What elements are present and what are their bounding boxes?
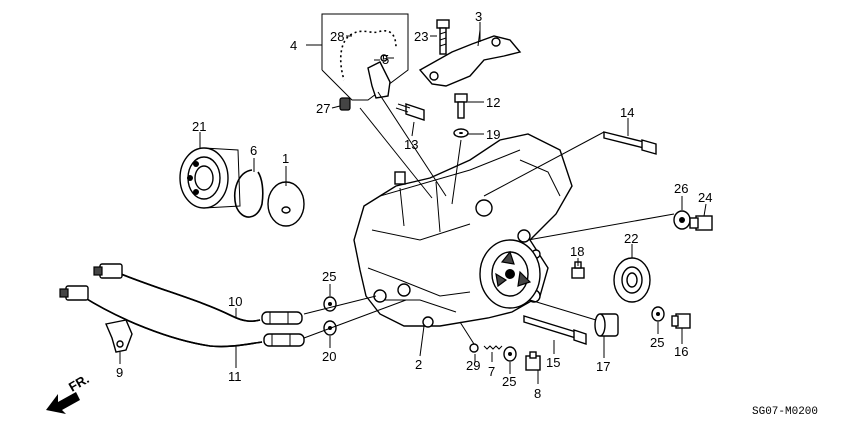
front-direction-arrow-icon [46, 392, 80, 414]
callout-20: 20 [322, 349, 336, 364]
callout-4: 4 [290, 38, 297, 53]
callout-28: 28 [330, 29, 344, 44]
washer-25a-part [323, 296, 337, 312]
callout-19: 19 [486, 127, 500, 142]
bolt-8-part [525, 351, 541, 371]
cable-11-part [59, 285, 305, 348]
callout-22: 22 [624, 231, 638, 246]
callout-8: 8 [534, 386, 541, 401]
bolt-23-part [436, 19, 450, 55]
cable-clip-9-part [105, 319, 133, 353]
oil-seal-22-part [613, 257, 651, 303]
bushing-17-part [594, 313, 619, 337]
bolt-15-part [523, 315, 587, 345]
callout-18: 18 [570, 244, 584, 259]
washer-25c-part [651, 306, 665, 322]
hose-kit-bracket-outline [306, 13, 409, 101]
direction-label: FR. [66, 371, 92, 394]
cable-10-part [93, 263, 303, 325]
breather-hose-part [339, 29, 398, 81]
washer-19-part [453, 128, 469, 138]
washer-26-part [673, 210, 691, 230]
callout-13: 13 [404, 137, 418, 152]
ball-29-part [469, 343, 479, 353]
callout-23: 23 [414, 29, 428, 44]
cover-plate-1-part [267, 181, 305, 227]
callout-1: 1 [282, 151, 289, 166]
hose-end-fitting-part [339, 97, 351, 111]
callout-27: 27 [316, 101, 330, 116]
washer-25b-part [503, 346, 517, 362]
callout-3: 3 [475, 9, 482, 24]
plug-bolt-24-part [689, 215, 713, 231]
leader-lines [119, 22, 707, 384]
hose-clip-part [367, 54, 394, 99]
callout-2: 2 [415, 357, 422, 372]
callout-21: 21 [192, 119, 206, 134]
transmission-housing-2-part [353, 133, 573, 328]
callout-25-bottom: 25 [502, 374, 516, 389]
callout-15: 15 [546, 355, 560, 370]
callout-29: 29 [466, 358, 480, 373]
callout-11: 11 [228, 369, 242, 384]
callout-9: 9 [116, 365, 123, 380]
callout-14: 14 [620, 105, 634, 120]
callout-10: 10 [228, 294, 242, 309]
callout-12: 12 [486, 95, 500, 110]
callout-7: 7 [488, 364, 495, 379]
bolt-12-part [454, 93, 468, 119]
callout-17: 17 [596, 359, 610, 374]
callout-16: 16 [674, 344, 688, 359]
diagram-code: SG07-M0200 [752, 406, 818, 418]
bolt-14-part [603, 131, 657, 155]
callout-25-left: 25 [322, 269, 336, 284]
callout-25-right: 25 [650, 335, 664, 350]
spring-7-part [483, 345, 503, 350]
bracket-3-part [418, 29, 522, 87]
ball-bearing-21-part [179, 147, 241, 209]
callout-24: 24 [698, 190, 712, 205]
callout-5: 5 [382, 52, 389, 67]
callout-26: 26 [674, 181, 688, 196]
differential-bore-part [479, 239, 541, 309]
callout-6: 6 [250, 143, 257, 158]
bolt-13-part [395, 103, 425, 121]
plug-bolt-16-part [671, 313, 691, 329]
snap-ring-6-part [234, 169, 264, 218]
callout-labels: 1 2 3 4 5 6 7 8 9 10 11 12 13 14 15 16 1… [116, 9, 712, 401]
